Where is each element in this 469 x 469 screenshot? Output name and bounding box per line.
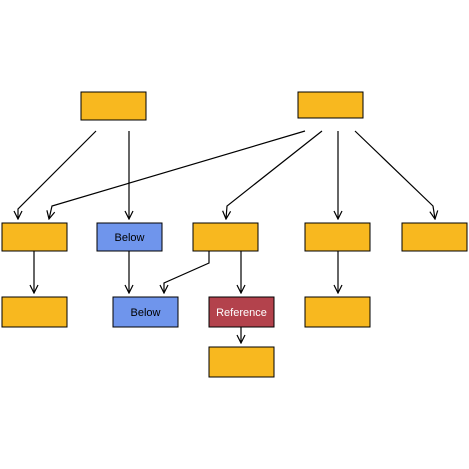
node-box-mid-1 — [1, 222, 68, 252]
node-box-mid-5 — [401, 222, 468, 252]
edge-root-left-to-mid-1 — [18, 130, 97, 219]
node-low-4[interactable] — [304, 296, 371, 328]
node-low-3[interactable]: Reference — [208, 296, 275, 328]
node-root-right[interactable] — [297, 91, 364, 119]
node-box-root-right — [297, 91, 364, 119]
node-low-1[interactable] — [1, 296, 68, 328]
node-mid-3[interactable] — [192, 222, 259, 252]
node-box-mid-2 — [96, 222, 163, 252]
node-label-low-3: Reference — [216, 307, 267, 319]
node-mid-4[interactable] — [304, 222, 371, 252]
node-low-2[interactable]: Below — [112, 296, 179, 328]
node-box-low-1 — [1, 296, 68, 328]
edge-root-right-to-mid-5 — [354, 130, 435, 219]
node-root-left[interactable] — [80, 91, 147, 121]
node-box-mid-4 — [304, 222, 371, 252]
edge-mid-3-to-low-2 — [164, 251, 210, 293]
node-box-low-4 — [304, 296, 371, 328]
node-box-mid-3 — [192, 222, 259, 252]
edge-layer — [18, 130, 435, 343]
edge-root-right-to-mid-1 — [49, 130, 306, 219]
node-box-low-2 — [112, 296, 179, 328]
edge-root-right-to-mid-3 — [226, 130, 323, 219]
node-mid-5[interactable] — [401, 222, 468, 252]
node-box-root-left — [80, 91, 147, 121]
node-bottom-1[interactable] — [208, 346, 275, 378]
node-box-bottom-1 — [208, 346, 275, 378]
node-mid-1[interactable] — [1, 222, 68, 252]
node-label-mid-2: Below — [115, 232, 145, 244]
node-box-low-3 — [208, 296, 275, 328]
node-label-low-2: Below — [131, 307, 161, 319]
node-mid-2[interactable]: Below — [96, 222, 163, 252]
